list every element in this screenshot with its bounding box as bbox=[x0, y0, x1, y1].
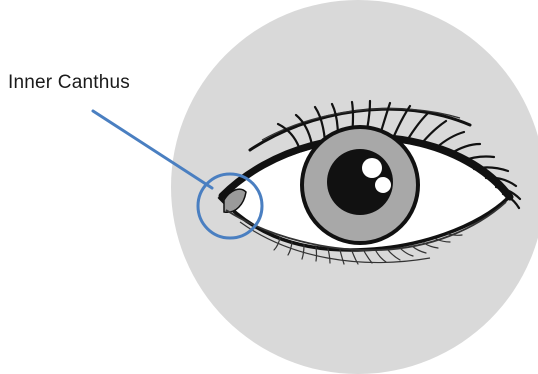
inner-canthus-label: Inner Canthus bbox=[8, 72, 130, 94]
eye-highlight bbox=[362, 158, 382, 178]
